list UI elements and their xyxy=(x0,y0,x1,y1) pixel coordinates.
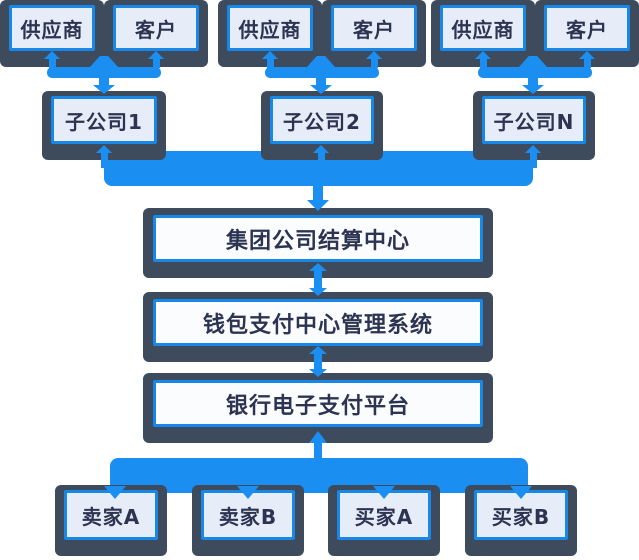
bus-stem-to-bank xyxy=(314,442,322,459)
node-bank-epay-platform: 银行电子支付平台 xyxy=(143,373,493,443)
bus-arrowhead-to-subsidiary-1-icon xyxy=(96,145,112,153)
bracket-1-arrowhead-to-customer-icon xyxy=(148,51,164,59)
node-supplier-1-label: 供应商 xyxy=(9,5,95,51)
node-subsidiary-2-label: 子公司2 xyxy=(270,96,374,144)
bracket-2-arrowhead-to-subsidiary-icon xyxy=(310,85,332,94)
node-customer-1: 客户 xyxy=(104,0,208,67)
bus-stem-to-settlement-center xyxy=(313,186,323,200)
bracket-1-bar xyxy=(47,67,161,78)
bracket-3-stem-to-customer xyxy=(584,58,591,68)
bus-arrowhead-to-subsidiary-n-icon xyxy=(525,145,541,153)
node-seller-a-label: 卖家A xyxy=(64,490,158,540)
duplex-arrow-2-stem xyxy=(314,353,322,370)
duplex-arrow-2-up-icon xyxy=(309,346,327,354)
bus-arrowhead-to-subsidiary-2-icon xyxy=(313,145,329,153)
bracket-3-center-bump xyxy=(519,56,547,67)
node-customer-2-label: 客户 xyxy=(331,5,417,51)
node-supplier-3-label: 供应商 xyxy=(440,5,526,51)
node-wallet-payment-center-label: 钱包支付中心管理系统 xyxy=(153,299,483,346)
node-seller-b: 卖家B xyxy=(192,485,304,556)
node-supplier-2: 供应商 xyxy=(218,0,322,67)
bracket-1-arrowhead-to-subsidiary-icon xyxy=(93,85,115,94)
duplex-arrow-1-down-icon xyxy=(309,288,327,296)
bracket-2-center-bump xyxy=(307,56,335,67)
bracket-3-stem-to-supplier xyxy=(480,58,487,68)
bus-stem-to-subsidiary-n xyxy=(530,153,537,168)
traders-bus-bar xyxy=(110,458,528,493)
bracket-2-arrowhead-to-supplier-icon xyxy=(262,51,278,59)
node-customer-3-label: 客户 xyxy=(544,5,630,51)
bracket-1-stem-down xyxy=(99,78,109,86)
bracket-2-stem-to-customer xyxy=(371,58,378,68)
bracket-3-arrowhead-to-customer-icon xyxy=(579,51,595,59)
bracket-3-bar xyxy=(478,67,592,78)
node-subsidiary-1-label: 子公司1 xyxy=(51,96,157,144)
bracket-3-arrowhead-to-subsidiary-icon xyxy=(522,85,544,94)
duplex-arrow-1-stem xyxy=(314,270,322,289)
node-subsidiary-n-label: 子公司N xyxy=(482,96,586,144)
bus-stem-to-subsidiary-2 xyxy=(318,153,325,168)
bracket-2-bar xyxy=(265,67,379,78)
duplex-arrow-2-down-icon xyxy=(309,369,327,377)
bracket-1-stem-to-supplier xyxy=(49,58,56,68)
node-subsidiary-n: 子公司N xyxy=(473,91,595,160)
node-supplier-1: 供应商 xyxy=(0,0,104,67)
node-subsidiary-2: 子公司2 xyxy=(261,91,383,160)
bracket-1-arrowhead-to-supplier-icon xyxy=(44,51,60,59)
duplex-arrow-1-up-icon xyxy=(309,263,327,271)
node-group-settlement-center-label: 集团公司结算中心 xyxy=(153,215,483,262)
bus-arrowhead-to-settlement-center-icon xyxy=(307,200,329,211)
bracket-2-stem-down xyxy=(316,78,326,86)
bracket-2-arrowhead-to-customer-icon xyxy=(366,51,382,59)
node-supplier-2-label: 供应商 xyxy=(227,5,313,51)
bus-stem-to-subsidiary-1 xyxy=(101,153,108,168)
bracket-2-stem-to-supplier xyxy=(267,58,274,68)
node-bank-epay-platform-label: 银行电子支付平台 xyxy=(153,380,483,427)
node-wallet-payment-center: 钱包支付中心管理系统 xyxy=(143,292,493,362)
node-customer-1-label: 客户 xyxy=(113,5,199,51)
bracket-1-stem-to-customer xyxy=(153,58,160,68)
node-seller-a: 卖家A xyxy=(55,485,167,556)
bracket-3-stem-down xyxy=(528,78,538,86)
bracket-3-arrowhead-to-supplier-icon xyxy=(475,51,491,59)
bracket-1-center-bump xyxy=(90,56,118,67)
node-customer-2: 客户 xyxy=(322,0,426,67)
